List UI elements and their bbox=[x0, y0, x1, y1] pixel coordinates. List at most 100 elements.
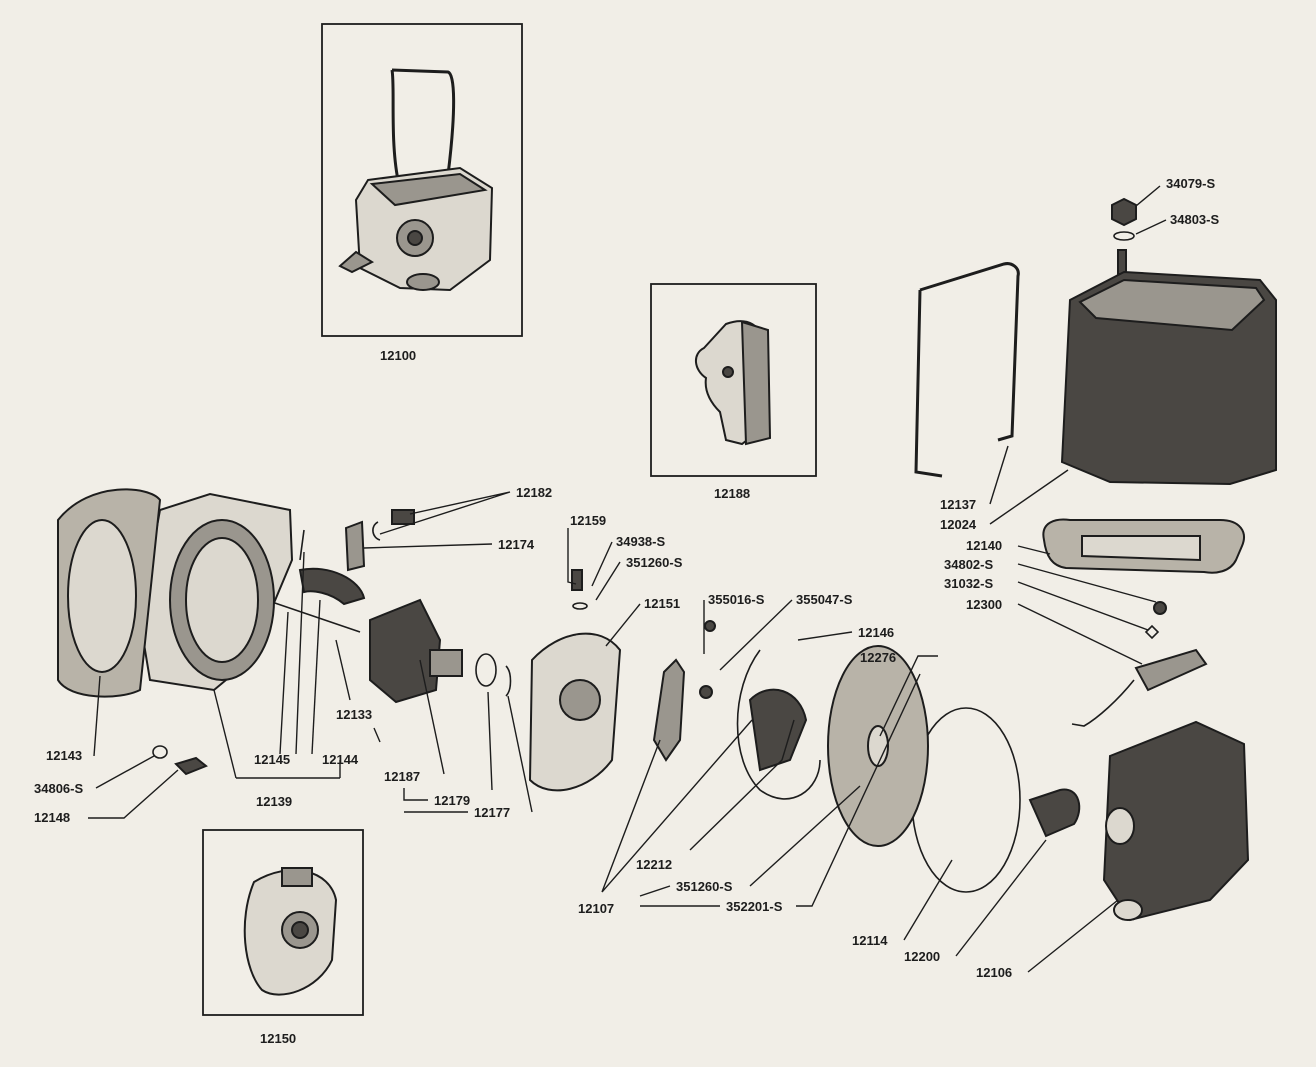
leader-12146 bbox=[797, 631, 853, 641]
leader-34079S bbox=[1135, 185, 1161, 207]
gasket-opening-12140 bbox=[1081, 535, 1201, 562]
contact-block-12150 bbox=[281, 867, 313, 887]
pin-12133 bbox=[265, 599, 361, 633]
inset-12150 bbox=[202, 829, 364, 1016]
felt-washer-hole-12276 bbox=[867, 725, 889, 767]
label-12177: 12177 bbox=[474, 805, 510, 820]
leader-12200 bbox=[955, 839, 1047, 957]
distributor-top-12100 bbox=[369, 172, 488, 207]
label-34806S: 34806-S bbox=[34, 781, 83, 796]
spring-12146 bbox=[736, 649, 821, 800]
leader-34806S bbox=[95, 755, 155, 789]
body-port-b-12106 bbox=[1113, 899, 1143, 921]
inset-frame-12150 bbox=[202, 829, 364, 1016]
leader-12179 bbox=[403, 691, 493, 801]
leader-34803S bbox=[1135, 219, 1167, 235]
label-12106: 12106 bbox=[976, 965, 1012, 980]
nut-34079S bbox=[1111, 197, 1137, 227]
inset-frame-12188 bbox=[650, 283, 817, 477]
leader-12182 bbox=[379, 491, 511, 535]
leader-12106 bbox=[1027, 899, 1119, 973]
leader-351260S-top bbox=[595, 561, 621, 601]
spring-leaf-12188 bbox=[740, 320, 772, 446]
leader-31032S bbox=[1017, 581, 1149, 631]
cam-weight-12187 bbox=[369, 598, 442, 704]
leader-12187 bbox=[373, 659, 445, 775]
label-12212: 12212 bbox=[636, 857, 672, 872]
leader-lines bbox=[88, 185, 1167, 973]
distributor-boss-12100 bbox=[406, 273, 440, 291]
plate-hub-12151 bbox=[559, 679, 601, 721]
label-12187: 12187 bbox=[384, 769, 420, 784]
washer-12179 bbox=[475, 653, 497, 687]
center-parts bbox=[57, 488, 821, 800]
label-12133: 12133 bbox=[336, 707, 372, 722]
leader-355047S bbox=[719, 599, 793, 671]
screw-12159 bbox=[571, 569, 583, 591]
leader-12143 bbox=[93, 675, 101, 757]
condenser-12300 bbox=[1134, 648, 1208, 692]
leader-34938S bbox=[591, 541, 613, 587]
label-12100: 12100 bbox=[380, 348, 416, 363]
pivot-hole-12188 bbox=[722, 366, 734, 378]
contact-bracket-12107 bbox=[652, 658, 686, 762]
breaker-arm-12107 bbox=[748, 688, 808, 772]
label-12146: 12146 bbox=[858, 625, 894, 640]
label-352201S: 352201-S bbox=[726, 899, 783, 914]
condenser-lead-12300 bbox=[1071, 679, 1135, 727]
inset-12188 bbox=[650, 283, 817, 477]
leader-12107-split bbox=[639, 885, 720, 907]
label-34802S: 34802-S bbox=[944, 557, 993, 572]
leader-12139 bbox=[213, 689, 341, 779]
leader-12300 bbox=[1017, 603, 1143, 665]
label-12179: 12179 bbox=[434, 793, 470, 808]
leader-12174 bbox=[363, 543, 493, 549]
washer-34803S bbox=[1113, 231, 1135, 241]
leader-12133 bbox=[335, 639, 351, 701]
leader-12212 bbox=[689, 719, 795, 851]
label-12140: 12140 bbox=[966, 538, 1002, 553]
screw-12182 bbox=[391, 509, 415, 525]
leader-12159 bbox=[567, 528, 577, 585]
snap-ring-12177 bbox=[505, 665, 512, 697]
lockwasher-31032S bbox=[1144, 624, 1160, 640]
washer-34806S bbox=[152, 745, 168, 759]
rotor-12200 bbox=[1028, 788, 1081, 838]
label-12182: 12182 bbox=[516, 485, 552, 500]
label-12024: 12024 bbox=[940, 517, 977, 532]
label-12114: 12114 bbox=[852, 933, 888, 948]
part-labels: 12100 12188 12150 34079-S 34803-S 12182 … bbox=[34, 176, 1219, 1046]
label-355016S: 355016-S bbox=[708, 592, 765, 607]
label-12148: 12148 bbox=[34, 810, 70, 825]
pin-12145 bbox=[299, 529, 305, 561]
label-351260S-top: 351260-S bbox=[626, 555, 683, 570]
label-12144: 12144 bbox=[322, 752, 359, 767]
leader-12177 bbox=[404, 695, 533, 813]
leader-34802S bbox=[1017, 563, 1157, 603]
plate-bore-12150 bbox=[291, 921, 309, 939]
leader-12151 bbox=[605, 603, 641, 647]
label-12151: 12151 bbox=[644, 596, 680, 611]
leader-12148 bbox=[88, 769, 179, 819]
label-12300: 12300 bbox=[966, 597, 1002, 612]
label-34938S: 34938-S bbox=[616, 534, 665, 549]
screw-355047S bbox=[699, 685, 713, 699]
leader-12144 bbox=[311, 599, 321, 755]
gasket-opening-12143 bbox=[67, 519, 137, 673]
bail-wire-12100 bbox=[390, 68, 456, 181]
leader-352201S bbox=[796, 673, 921, 907]
leader-351260S-bottom bbox=[749, 785, 861, 887]
body-port-a-12106 bbox=[1105, 807, 1135, 845]
inset-12100 bbox=[321, 23, 523, 337]
clip-12174 bbox=[344, 520, 366, 572]
coil-cover-top-12024 bbox=[1078, 278, 1266, 332]
leader-12140 bbox=[1017, 545, 1051, 555]
bail-wire-12137 bbox=[914, 262, 1020, 478]
cover-stud bbox=[1117, 249, 1127, 275]
distributor-body-12106 bbox=[1102, 720, 1250, 922]
label-12143: 12143 bbox=[46, 748, 82, 763]
label-12188: 12188 bbox=[714, 486, 750, 501]
label-12137: 12137 bbox=[940, 497, 976, 512]
